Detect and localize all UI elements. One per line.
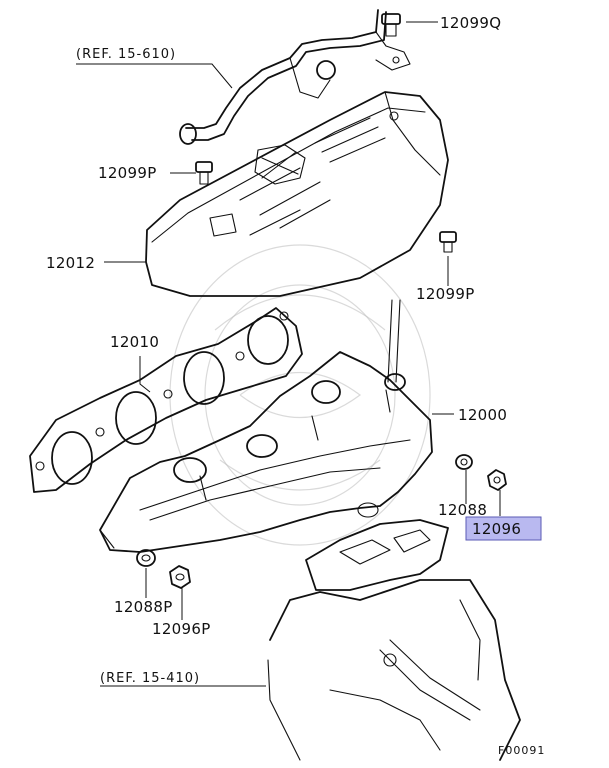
bolt-12099p-right[interactable]	[439, 231, 457, 253]
reference-label-upper[interactable]: (REF. 15-610)	[76, 47, 176, 62]
watermark-emblem	[169, 244, 431, 546]
bolt-12099q[interactable]	[381, 13, 401, 37]
part-label-12096p[interactable]: 12096P	[152, 620, 211, 638]
oxygen-sensor-pipe[interactable]	[179, 9, 411, 145]
washer-12088[interactable]	[455, 454, 473, 470]
bolt-12099p-left[interactable]	[195, 161, 213, 185]
part-label-12099q[interactable]: 12099Q	[440, 14, 501, 32]
part-label-12012[interactable]: 12012	[46, 254, 95, 272]
figure-code: F00091	[498, 744, 545, 757]
part-label-12096[interactable]: 12096	[472, 520, 521, 538]
part-label-12088[interactable]: 12088	[438, 501, 487, 519]
manifold-gasket[interactable]	[29, 307, 303, 493]
part-highlight-box	[465, 516, 542, 541]
washer-12088p[interactable]	[136, 549, 156, 567]
engine-block-outline	[267, 519, 521, 761]
part-label-12010[interactable]: 12010	[110, 333, 159, 351]
nut-12096[interactable]	[487, 469, 507, 491]
part-label-12088p[interactable]: 12088P	[114, 598, 173, 616]
leader-lines	[76, 21, 501, 687]
part-label-12099p-right[interactable]: 12099P	[416, 285, 475, 303]
exhaust-manifold[interactable]	[99, 299, 433, 553]
heat-shield[interactable]	[145, 91, 449, 297]
part-label-12099p-left[interactable]: 12099P	[98, 164, 157, 182]
reference-label-lower[interactable]: (REF. 15-410)	[100, 671, 200, 686]
nut-12096p[interactable]	[169, 565, 191, 589]
part-label-12000[interactable]: 12000	[458, 406, 507, 424]
